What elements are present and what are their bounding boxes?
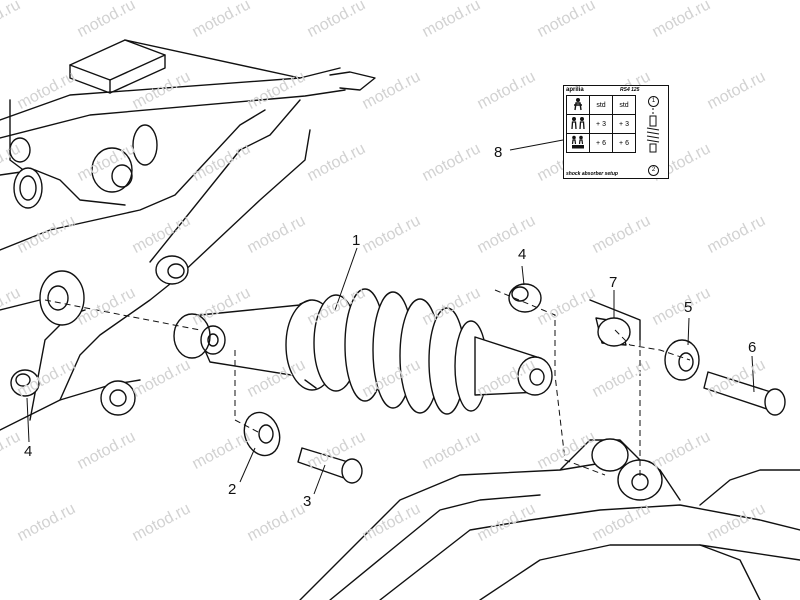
callout-8: 8 bbox=[494, 144, 503, 161]
rider-icon bbox=[566, 95, 590, 115]
sticker-cell: + 3 bbox=[612, 114, 636, 134]
sticker-cell: + 6 bbox=[589, 133, 613, 153]
washer-5 bbox=[664, 339, 700, 381]
callout-1: 1 bbox=[352, 232, 361, 249]
shock-absorber bbox=[173, 288, 553, 415]
sticker-row: + 3 + 3 bbox=[566, 114, 636, 134]
sticker-cell: + 3 bbox=[589, 114, 613, 134]
sticker-row: std std bbox=[566, 95, 636, 115]
callout-3: 3 bbox=[303, 493, 312, 510]
frame-lower-right bbox=[299, 299, 800, 600]
callout-2: 2 bbox=[228, 481, 237, 498]
sticker-row: + 6 + 6 bbox=[566, 133, 636, 153]
sticker-circle-bottom: 2 bbox=[648, 165, 659, 176]
callout-5: 5 bbox=[684, 299, 693, 316]
bolt-6 bbox=[703, 371, 786, 416]
callout-6: 6 bbox=[748, 339, 757, 356]
rider-passenger-icon bbox=[566, 114, 590, 134]
washer-2 bbox=[243, 411, 281, 457]
bolt-3 bbox=[297, 447, 363, 484]
leader-lines bbox=[26, 139, 755, 495]
callout-4-left: 4 bbox=[24, 443, 33, 460]
frame-upper-left bbox=[0, 39, 376, 431]
shock-icon bbox=[646, 108, 660, 153]
shock-setup-sticker: aprilia RS4 125 std std + 3 + 3 bbox=[563, 85, 669, 179]
callout-4-right: 4 bbox=[518, 246, 527, 263]
bushing-4-left bbox=[10, 369, 40, 397]
sticker-brand: aprilia bbox=[566, 87, 584, 93]
sticker-cell: + 6 bbox=[612, 133, 636, 153]
sticker-table: std std + 3 + 3 + 6 + 6 bbox=[566, 95, 636, 153]
sticker-footer: shock absorber setup bbox=[566, 171, 618, 177]
bushing-4-right bbox=[508, 283, 542, 313]
assembly-lines bbox=[44, 289, 691, 480]
spacer-7 bbox=[595, 317, 631, 347]
sticker-cell: std bbox=[612, 95, 636, 115]
sticker-cell: std bbox=[589, 95, 613, 115]
callout-7: 7 bbox=[609, 274, 618, 291]
sticker-circle-top: 1 bbox=[648, 96, 659, 107]
rider-passenger-luggage-icon bbox=[566, 133, 590, 153]
sticker-model: RS4 125 bbox=[620, 87, 640, 93]
